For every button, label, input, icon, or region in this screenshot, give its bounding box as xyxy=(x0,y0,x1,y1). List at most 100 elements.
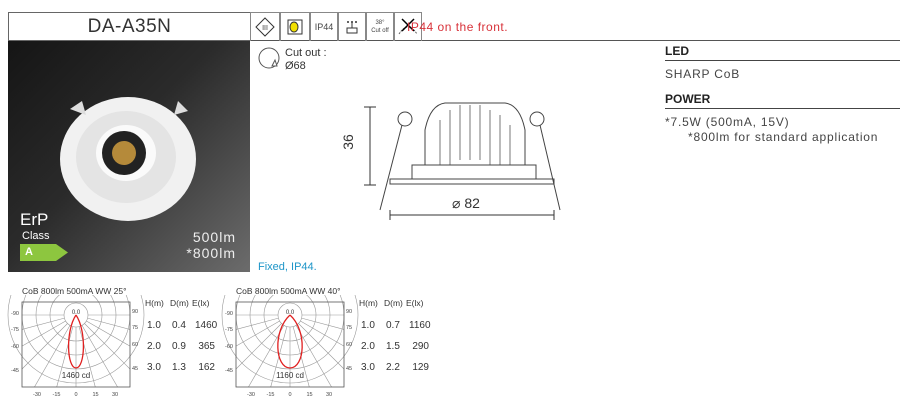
right-tick: 45 xyxy=(346,366,352,372)
class-iii-icon: III xyxy=(250,12,280,41)
left-tick: -45 xyxy=(225,368,233,374)
center-label: 0.0 xyxy=(72,310,81,316)
power-line-2: *800lm for standard application xyxy=(688,130,879,144)
table-header: H(m) xyxy=(359,298,378,308)
model-title: DA-A35N xyxy=(8,12,250,41)
table-header: E(lx) xyxy=(406,298,424,308)
table-cell: 0.7 xyxy=(386,320,400,331)
chart-frame xyxy=(235,301,345,388)
grid-spoke xyxy=(298,323,345,370)
feature-icons: III IP44 38° Cut off xyxy=(250,12,422,41)
table-cell: 2.0 xyxy=(361,341,375,352)
left-tick: -75 xyxy=(11,327,19,333)
grid-spoke xyxy=(87,317,131,330)
table-cell: 1.0 xyxy=(147,320,161,331)
grid-spoke xyxy=(248,325,285,388)
bottom-tick: 30 xyxy=(112,392,118,398)
grid-spoke xyxy=(21,323,68,370)
table-cell: 290 xyxy=(412,341,429,352)
table-cell: 1.5 xyxy=(386,341,400,352)
product-photo xyxy=(8,41,250,272)
lumen-high: *800lm xyxy=(186,245,236,261)
grid-spoke xyxy=(235,323,282,370)
led-value: SHARP CoB xyxy=(665,67,741,81)
left-tick: -75 xyxy=(225,327,233,333)
ip-note: IP44 on the front. xyxy=(407,20,509,34)
dimension-drawing xyxy=(364,102,561,220)
driver-icon xyxy=(338,12,366,41)
cutout-value: Ø68 xyxy=(285,60,306,72)
grid-spoke xyxy=(235,317,279,330)
bottom-tick: 15 xyxy=(92,392,98,398)
erp-class-label: Class xyxy=(22,230,50,242)
bottom-tick: -15 xyxy=(53,392,61,398)
svg-text:III: III xyxy=(262,25,268,32)
left-tick: -45 xyxy=(11,368,19,374)
grid-spoke xyxy=(34,325,71,388)
table-cell: 162 xyxy=(198,362,215,373)
right-tick: 90 xyxy=(132,309,138,315)
bottom-tick: 0 xyxy=(74,392,77,398)
table-cell: 129 xyxy=(412,362,429,373)
left-tick: -60 xyxy=(225,344,233,350)
power-heading: POWER xyxy=(665,92,900,109)
no-insulation-cover-icon xyxy=(394,12,422,41)
bottom-tick: -30 xyxy=(247,392,255,398)
cutout-icon xyxy=(258,47,280,69)
table-cell: 0.4 xyxy=(172,320,186,331)
lumen-standard: 500lm xyxy=(192,229,236,245)
grid-spoke xyxy=(295,325,332,388)
table-cell: 1.3 xyxy=(172,362,186,373)
chart-frame xyxy=(21,301,131,388)
grid-spoke xyxy=(81,325,118,388)
chart-title: CoB 800lm 500mA WW 25° xyxy=(22,286,127,296)
power-line-1: *7.5W (500mA, 15V) xyxy=(665,115,790,129)
table-cell: 1460 xyxy=(195,320,218,331)
right-tick: 75 xyxy=(346,325,352,331)
intensity-curve xyxy=(277,314,303,369)
right-tick: 45 xyxy=(132,366,138,372)
erp-label: ErP xyxy=(20,210,49,229)
table-cell: 1160 xyxy=(409,320,431,331)
bottom-tick: -15 xyxy=(267,392,275,398)
table-header: E(lx) xyxy=(192,298,210,308)
table-cell: 2.2 xyxy=(386,362,400,373)
right-tick: 60 xyxy=(132,342,138,348)
bottom-tick: 30 xyxy=(326,392,332,398)
fixed-note: Fixed, IP44. xyxy=(258,261,317,273)
right-tick: 60 xyxy=(346,342,352,348)
grid-spoke xyxy=(78,326,96,388)
grid-spoke xyxy=(235,320,280,347)
table-cell: 3.0 xyxy=(147,362,161,373)
peak-label: 1460 cd xyxy=(62,371,90,380)
cutout-label: Cut out : xyxy=(285,47,327,59)
grid-spoke xyxy=(301,317,345,330)
bottom-tick: 0 xyxy=(288,392,291,398)
table-cell: 3.0 xyxy=(361,362,375,373)
left-tick: -60 xyxy=(11,344,19,350)
table-cell: 0.9 xyxy=(172,341,186,352)
grid-spoke xyxy=(86,320,131,347)
cutout-info: Cut out :Ø68 xyxy=(285,47,327,73)
diameter-dimension: ⌀ 82 xyxy=(452,195,480,211)
peak-label: 1160 cd xyxy=(276,371,304,380)
ip44-icon: IP44 xyxy=(310,12,338,41)
left-tick: -90 xyxy=(225,311,233,317)
cut-off-label: 38° Cut off xyxy=(371,20,389,34)
table-header: D(m) xyxy=(384,298,403,308)
chart-title: CoB 800lm 500mA WW 40° xyxy=(236,286,341,296)
center-label: 0.0 xyxy=(286,310,295,316)
grid-spoke xyxy=(300,320,345,347)
right-tick: 75 xyxy=(132,325,138,331)
table-cell: 1.0 xyxy=(361,320,375,331)
grid-spoke xyxy=(56,326,74,388)
dimmable-icon xyxy=(280,12,310,41)
bottom-tick: -30 xyxy=(33,392,41,398)
led-heading: LED xyxy=(665,44,900,61)
height-dimension: 36 xyxy=(339,134,356,150)
grid-spoke xyxy=(21,320,66,347)
table-cell: 365 xyxy=(198,341,215,352)
right-tick: 90 xyxy=(346,309,352,315)
